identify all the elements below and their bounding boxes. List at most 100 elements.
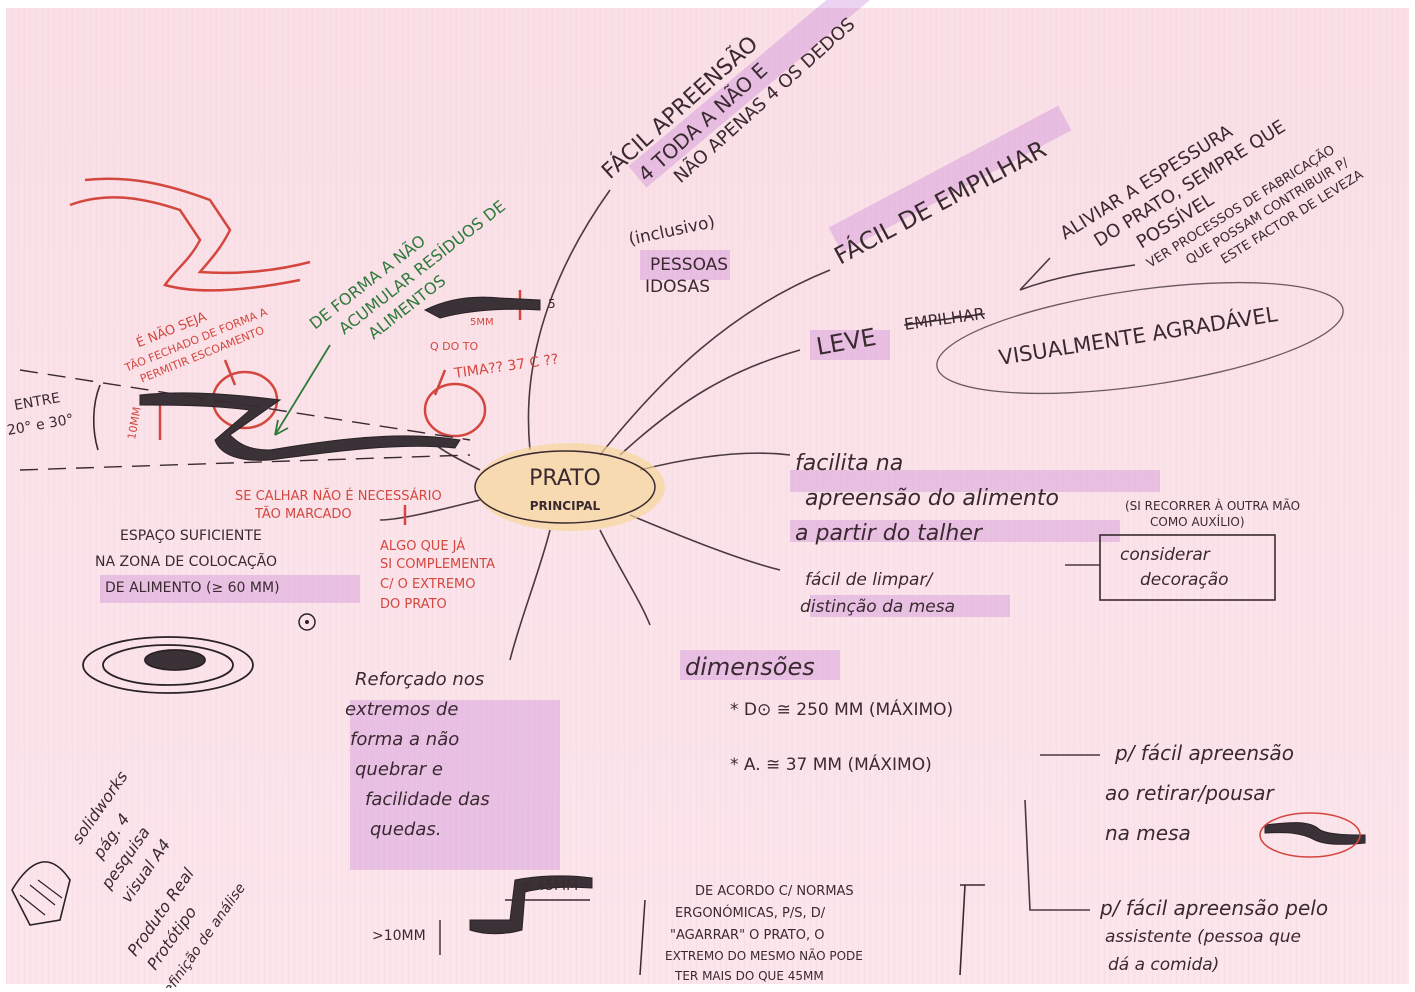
branch-line-apreensao: [527, 189, 611, 451]
plate-profile-bottom: [469, 875, 593, 935]
plate-profile-sketch: [139, 296, 1366, 935]
plate-top-view: [82, 636, 254, 694]
highlights: [100, 0, 1160, 870]
ergo-line3: "AGARRAR" O PRATO, O: [670, 928, 824, 943]
visual-ellipse: [936, 281, 1344, 395]
profile-dim-5: 5: [548, 297, 556, 311]
red-arrow-2: [433, 369, 447, 396]
profile-dim-5mm: 5MM: [470, 317, 494, 328]
red-algo-line2: SI COMPLEMENTA: [380, 557, 495, 572]
facilita-note2: COMO AUXÍLIO): [1150, 514, 1245, 529]
plate-mid-ring: [102, 644, 234, 686]
plate-profile-small: [423, 296, 541, 319]
branch-line-empilhar: [599, 269, 831, 456]
reforcado-line6: quedas.: [370, 819, 441, 840]
hl-espaco: [100, 575, 360, 603]
plate-profile-main: [139, 392, 461, 461]
branch-line-leve: [619, 349, 801, 456]
dimensoes-p2a: p/ fácil apreensão pelo: [1099, 896, 1328, 920]
hl-dimensoes: [680, 650, 840, 680]
arrow-aliviar: [1019, 257, 1051, 291]
paper-texture: [6, 8, 1409, 984]
arrow-p2: [1024, 799, 1090, 911]
branch-line-facilita: [639, 452, 791, 471]
reforcado-line3: forma a não: [350, 729, 459, 750]
dimensoes-a: * A. ≅ 37 MM (MÁXIMO): [730, 753, 932, 775]
ergo-line1: DE ACORDO C/ NORMAS: [695, 884, 854, 899]
limpeza-line1: fácil de limpar/: [805, 570, 934, 590]
center-subtitle: PRINCIPAL: [530, 499, 601, 513]
facilita-line2: apreensão do alimento: [805, 486, 1059, 511]
dim-width-label: ≤ 45MM: [520, 878, 578, 894]
dimensoes-title: dimensões: [685, 653, 815, 681]
diameter-dot: [305, 620, 309, 624]
angle-arc: [92, 384, 101, 451]
branch-line-left: [379, 499, 481, 521]
branch-lines: [379, 189, 1136, 911]
angle-line-lower: [19, 454, 471, 471]
hl-talher: [790, 520, 1120, 542]
red-circle-detail-2: [423, 382, 487, 438]
green-arrow: [274, 344, 331, 436]
dimensoes-p1b: ao retirar/pousar: [1105, 781, 1275, 805]
facilita-line1: facilita na: [795, 451, 903, 476]
dimensoes-d: * D⊙ ≅ 250 MM (MÁXIMO): [730, 698, 953, 720]
inclusivo-line3: IDOSAS: [645, 277, 710, 297]
center-highlight: [475, 443, 665, 531]
hl-inclusivo: [640, 250, 730, 280]
bracket-left: [639, 899, 646, 976]
ergo-line2: ERGONÓMICAS, P/S, D/: [675, 905, 826, 921]
dimensoes-p1a: p/ fácil apreensão: [1114, 741, 1294, 765]
dimensoes-p2c: dá a comida): [1108, 955, 1219, 975]
espaco-line1: ESPAÇO SUFICIENTE: [120, 528, 262, 544]
green-arrow-head: [274, 419, 289, 436]
espaco-line2: NA ZONA DE COLOCAÇÃO: [95, 553, 277, 570]
entre-line1: ENTRE: [13, 390, 62, 414]
dimensoes-p2b: assistente (pessoa que: [1105, 927, 1301, 947]
red-algo-line3: C/ O EXTREMO: [380, 577, 475, 592]
facilita-line3: a partir do talher: [795, 521, 984, 546]
considerar-box: [1099, 534, 1276, 601]
considerar-line2: decoração: [1140, 570, 1229, 590]
reforcado-line1: Reforçado nos: [355, 669, 484, 690]
branch-line-dimensoes: [599, 529, 651, 626]
hl-empilhar: [828, 105, 1072, 253]
reforcado-line4: quebrar e: [355, 759, 443, 780]
hl-facilita: [790, 470, 1160, 492]
diameter-symbol: [298, 613, 316, 631]
plate-center-fill: [144, 649, 206, 671]
red-ellipse-right: [1259, 812, 1361, 858]
facilita-note1: (SI RECORRER À OUTRA MÃO: [1125, 498, 1300, 513]
small-sketch-hatch: [19, 879, 63, 916]
red-arrow-1: [223, 359, 237, 386]
center-ellipse: [474, 450, 656, 524]
red-profile-lower: [84, 177, 311, 275]
angle-line-upper: [19, 369, 471, 441]
hl-apreensao: [628, 0, 892, 188]
dim-height-label: >10MM: [372, 928, 426, 944]
reforcado-line2: extremos de: [345, 699, 458, 720]
red-profile-sketch: [69, 177, 522, 525]
considerar-line1: considerar: [1120, 545, 1211, 565]
plate-outer-ring: [82, 636, 254, 694]
red-algo-line4: DO PRATO: [380, 597, 447, 612]
red-profile-upper: [69, 196, 301, 292]
center-title: PRATO: [529, 466, 601, 491]
inclusivo-line2: PESSOAS: [650, 255, 728, 275]
red-bottom-line2: TÃO MARCADO: [254, 506, 352, 522]
red-bottom-line1: SE CALHAR NÃO É NECESSÁRIO: [235, 488, 442, 504]
espaco-line3: DE ALIMENTO (≥ 60 MM): [105, 580, 280, 596]
reforcado-line5: facilidade das: [365, 789, 490, 810]
small-sketch-bottom-left: [11, 861, 71, 926]
ergo-line5: TER MAIS DO QUE 45MM: [674, 969, 824, 983]
arrow-fabricacao: [1019, 264, 1136, 291]
branch-line-reforcado: [509, 529, 551, 661]
limpeza-line2: distinção da mesa: [800, 597, 955, 617]
plate-profile-right: [1264, 822, 1366, 845]
red-dimension-10: 10MM: [125, 406, 144, 441]
hl-mesa: [810, 595, 1010, 617]
dimensoes-p1c: na mesa: [1105, 821, 1191, 845]
hl-leve: [810, 330, 890, 360]
